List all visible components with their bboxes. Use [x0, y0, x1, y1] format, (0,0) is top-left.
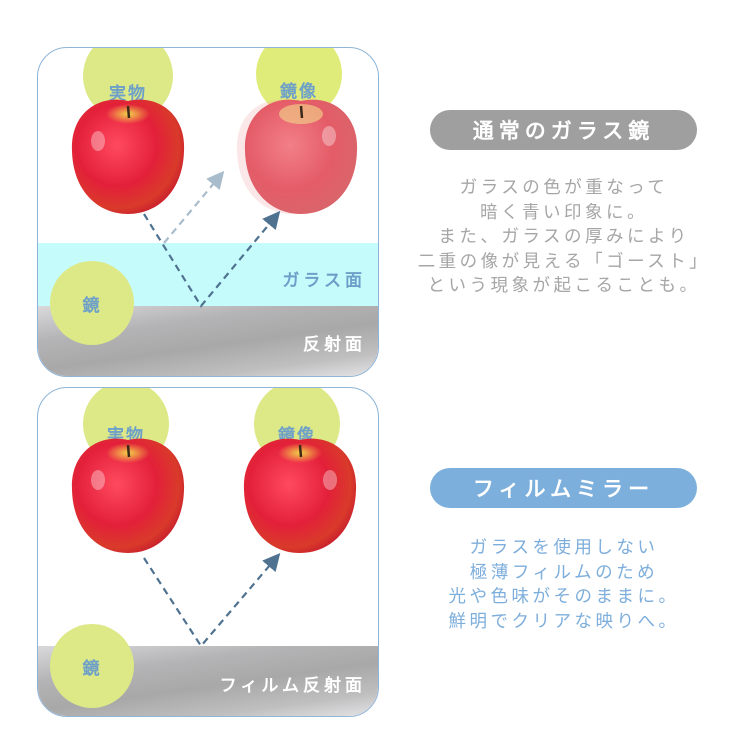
reflection-arrow: [143, 210, 281, 308]
mirror-image-label: 鏡像: [280, 81, 318, 102]
real-object-label: 実物: [109, 83, 147, 104]
glass-surface-label: ガラス面: [282, 271, 366, 291]
ghost-reflection-arrow: [163, 170, 225, 244]
mirror-badge: 鏡: [50, 624, 134, 708]
mirror-apple-icon: [243, 438, 357, 553]
reflection-diagram: [71, 99, 358, 308]
film-mirror-title: フィルムミラー: [430, 468, 697, 508]
reflective-surface-label: 反射面: [303, 335, 366, 355]
film-reflection-diagram: [71, 438, 357, 648]
mirror-label: 鏡: [82, 295, 102, 316]
film-mirror-panel: フィルム反射面 実物 鏡像 鏡: [37, 387, 379, 717]
apple-icon: [71, 438, 185, 553]
film-surface-label: フィルム反射面: [219, 676, 366, 696]
glass-mirror-description: ガラスの色が重なって 暗く青い印象に。 また、ガラスの厚みにより 二重の像が見え…: [417, 178, 711, 296]
faded-apple-icon: [244, 99, 358, 214]
glass-mirror-title: 通常のガラス鏡: [430, 110, 697, 150]
apple-icon: [71, 99, 185, 214]
reflection-arrow: [143, 552, 281, 648]
film-mirror-description: ガラスを使用しない 極薄フィルムのため 光や色味がそのままに。 鮮明でクリアな映…: [448, 538, 680, 632]
mirror-badge: 鏡: [50, 261, 134, 345]
mirror-label: 鏡: [82, 658, 102, 679]
glass-mirror-panel: ガラス面 反射面 実物 鏡像 鏡: [37, 47, 379, 377]
